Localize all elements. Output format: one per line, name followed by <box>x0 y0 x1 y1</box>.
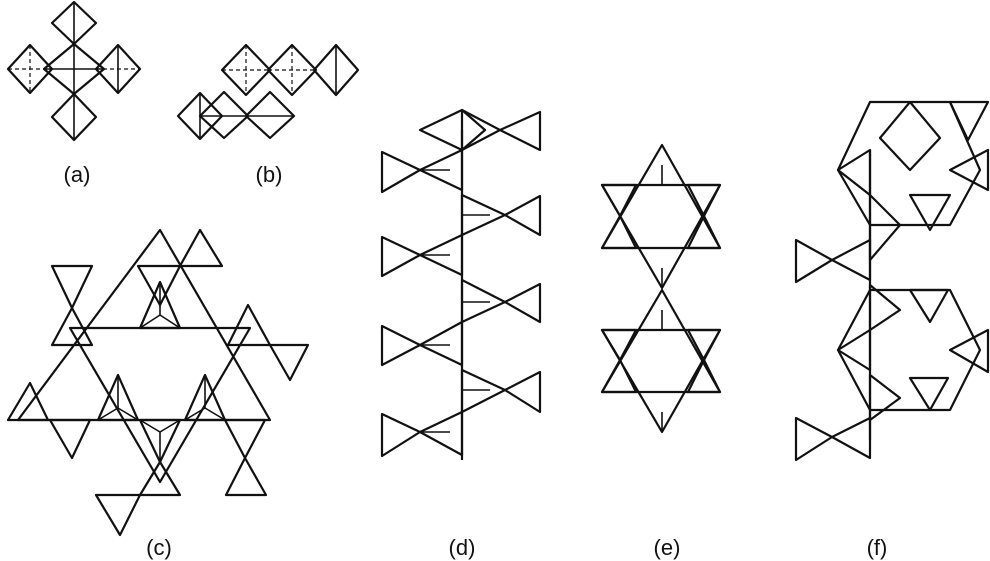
tetrahedron-shaded <box>794 238 834 284</box>
tetrahedron-shaded <box>224 456 268 497</box>
ring-triangle <box>600 288 722 394</box>
tetrahedron-shaded <box>600 214 638 250</box>
tetrahedron <box>868 193 902 262</box>
tetrahedron <box>836 148 872 197</box>
tetrahedron <box>96 373 140 422</box>
tetrahedron-shaded <box>136 264 182 307</box>
octahedron <box>94 43 142 95</box>
tetrahedron-shaded <box>6 381 50 422</box>
tetrahedron <box>138 418 182 464</box>
tetrahedron-shaded <box>948 148 990 192</box>
tetrahedron-shaded <box>686 183 722 218</box>
panel-e: (e) <box>600 143 722 560</box>
tetrahedron <box>138 280 182 330</box>
octahedron-shaded <box>312 43 360 97</box>
panel-label-b: (b) <box>256 162 283 187</box>
tetrahedron-shaded <box>686 358 722 394</box>
tetrahedron <box>830 238 872 282</box>
six-ring <box>836 288 982 412</box>
tetrahedron-shaded <box>380 412 422 458</box>
tetrahedron-shaded <box>794 416 834 462</box>
tetrahedron-shaded <box>50 306 94 347</box>
tetrahedron-shaded <box>380 150 422 194</box>
panel-label-d: (d) <box>449 535 476 560</box>
tetrahedron <box>418 148 464 192</box>
tetrahedron <box>460 368 507 414</box>
tetrahedron <box>868 373 902 422</box>
tetrahedron-shaded <box>503 282 542 324</box>
tetrahedron-shaded <box>50 264 94 310</box>
tetrahedron-shaded <box>48 418 92 460</box>
panel-label-f: (f) <box>867 535 888 560</box>
octahedron <box>198 90 250 140</box>
tetrahedron-shaded <box>686 214 722 250</box>
tetrahedron-shaded <box>908 376 950 412</box>
panel-label-e: (e) <box>654 535 681 560</box>
octahedron-shaded <box>50 92 98 142</box>
tetrahedron-shaded <box>948 100 990 142</box>
panel-label-c: (c) <box>146 535 172 560</box>
tetrahedron-shaded <box>178 228 224 268</box>
tetrahedron <box>830 416 872 460</box>
panel-a: (a) <box>6 0 142 187</box>
tetrahedron-shaded <box>380 324 422 367</box>
tetrahedron-shaded <box>600 183 638 218</box>
ring-triangle <box>600 143 722 250</box>
tetrahedron <box>460 193 507 237</box>
tetrahedron-shaded <box>503 370 542 414</box>
tetrahedron <box>460 278 507 324</box>
ring-triangle <box>600 183 722 290</box>
octahedron-shaded <box>50 0 98 46</box>
panel-b: (b) <box>176 43 360 187</box>
tetrahedron <box>878 100 942 172</box>
tetrahedron <box>418 233 464 277</box>
tetrahedron-shaded <box>948 328 990 374</box>
tetrahedron <box>418 410 464 457</box>
tetrahedron-shaded <box>908 288 950 324</box>
octahedron-shaded <box>176 91 224 141</box>
octahedron <box>244 90 296 140</box>
tetrahedron-shaded <box>600 328 638 362</box>
tetrahedron-shaded <box>380 235 422 278</box>
tetrahedron <box>418 320 464 367</box>
tetrahedron-shaded <box>600 358 638 394</box>
panel-d: (d) <box>380 108 542 560</box>
tetrahedron-shaded <box>268 343 310 382</box>
tetrahedron-shaded <box>226 303 272 347</box>
tetrahedron-shaded <box>908 193 952 232</box>
ring-triangle <box>600 328 722 434</box>
tetrahedron-shaded <box>503 194 542 237</box>
octahedron <box>220 43 272 97</box>
panel-f: (f) <box>794 100 990 560</box>
tetrahedron <box>836 328 872 372</box>
tetrahedron-shaded <box>686 328 722 362</box>
panel-label-a: (a) <box>64 162 91 187</box>
tetrahedron-shaded <box>138 460 182 497</box>
tetrahedron <box>183 373 227 422</box>
tetrahedron <box>418 108 502 152</box>
panel-c: (c) <box>6 228 310 560</box>
octahedron <box>6 43 54 95</box>
tetrahedron-shaded <box>223 418 267 460</box>
tetrahedron-shaded <box>94 493 142 537</box>
tetrahedron-shaded <box>498 110 542 152</box>
tetrahedron <box>868 283 902 332</box>
octahedron <box>266 43 318 97</box>
